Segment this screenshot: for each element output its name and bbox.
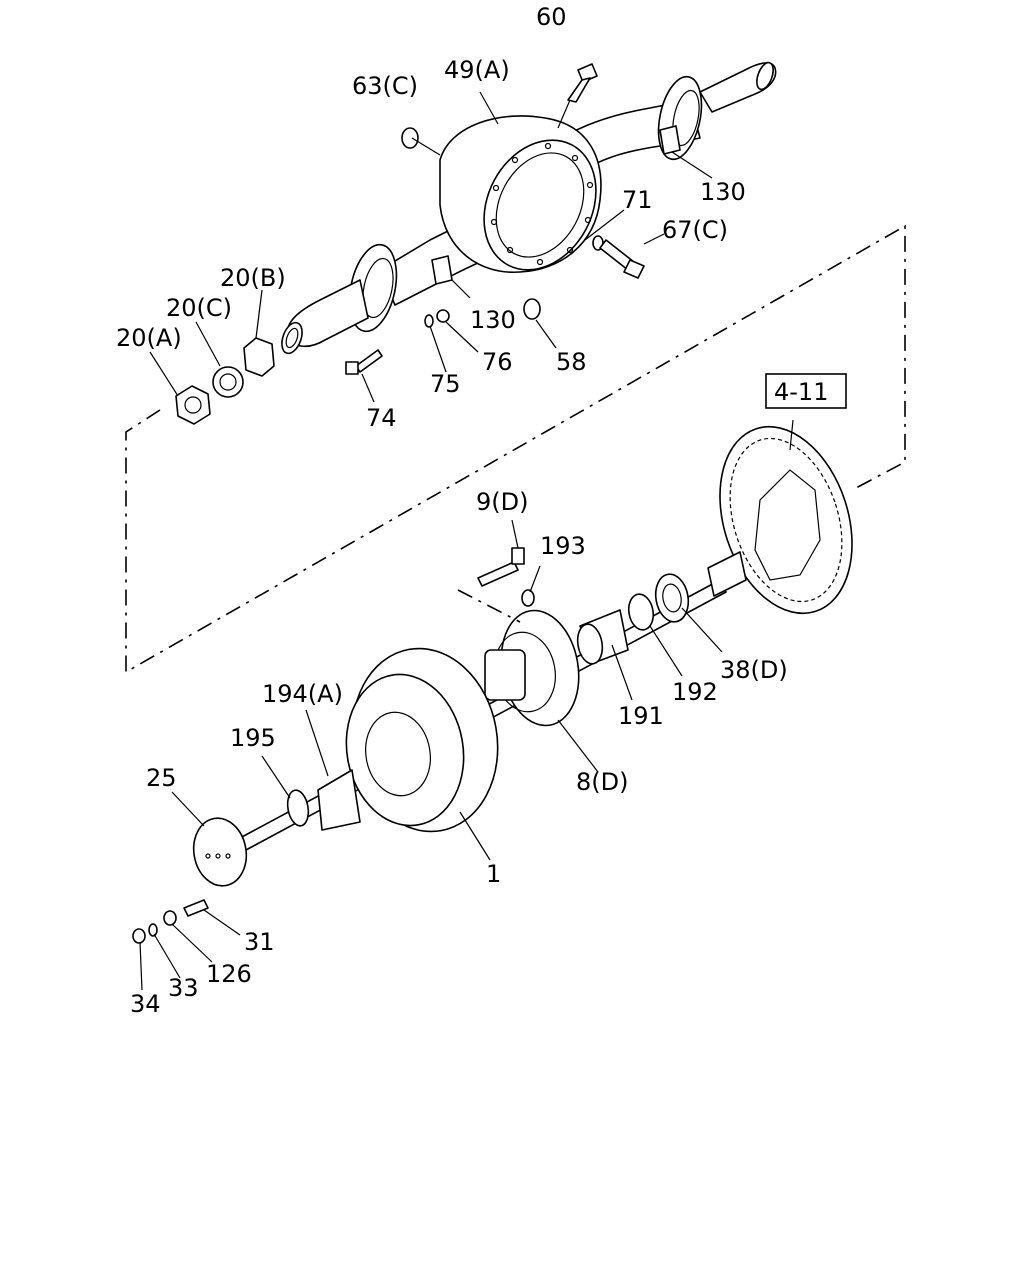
- label-194a: 194(A): [262, 680, 343, 708]
- part-labels: 60 49(A) 63(C) 130 71 67(C) 20(B) 20(C) …: [116, 3, 828, 1018]
- brake-backing-plate: [719, 425, 853, 615]
- label-193: 193: [540, 532, 586, 560]
- label-63c: 63(C): [352, 72, 418, 100]
- label-31: 31: [244, 928, 275, 956]
- label-9d: 9(D): [476, 488, 528, 516]
- label-130-lower: 130: [470, 306, 516, 334]
- housing-hardware: [175, 63, 645, 425]
- label-4-11: 4-11: [774, 378, 828, 406]
- label-67c: 67(C): [662, 216, 728, 244]
- reference-box: [765, 373, 847, 409]
- label-20b: 20(B): [220, 264, 286, 292]
- axle-housing: [281, 61, 777, 355]
- hub-assembly: [132, 547, 747, 944]
- label-130-upper: 130: [700, 178, 746, 206]
- label-20c: 20(C): [166, 294, 232, 322]
- label-74: 74: [366, 404, 397, 432]
- label-192: 192: [672, 678, 718, 706]
- label-191: 191: [618, 702, 664, 730]
- label-38d: 38(D): [720, 656, 788, 684]
- label-195: 195: [230, 724, 276, 752]
- label-75: 75: [430, 370, 461, 398]
- label-60: 60: [536, 3, 567, 31]
- label-8d: 8(D): [576, 768, 628, 796]
- label-58: 58: [556, 348, 587, 376]
- leader-lines: [139, 91, 794, 991]
- label-126: 126: [206, 960, 252, 988]
- label-25: 25: [146, 764, 177, 792]
- label-71: 71: [622, 186, 653, 214]
- label-1: 1: [486, 860, 501, 888]
- label-76: 76: [482, 348, 513, 376]
- label-34: 34: [130, 990, 161, 1018]
- label-49a: 49(A): [444, 56, 510, 84]
- label-33: 33: [168, 974, 199, 1002]
- assembly-guide-lines: [125, 224, 906, 674]
- label-20a: 20(A): [116, 324, 182, 352]
